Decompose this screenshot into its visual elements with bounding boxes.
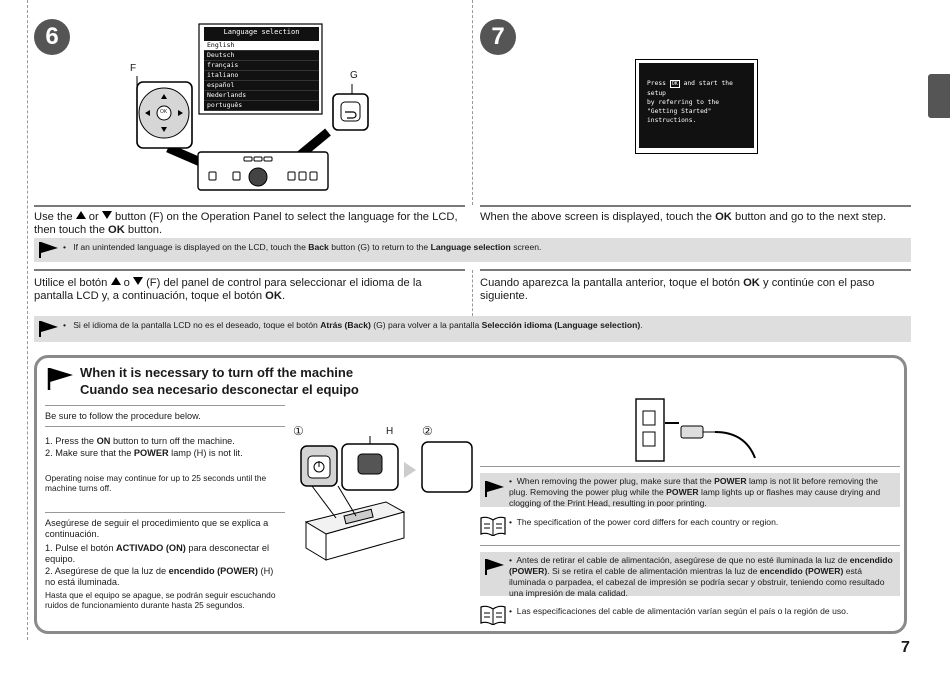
rule-es-left: [34, 269, 465, 271]
turnoff-note-es: Hasta que el equipo se apague, se podrán…: [45, 590, 276, 610]
turnoff-step2-es: 2. Asegúrese de que la luz de encendido …: [45, 566, 274, 587]
page-number: 7: [901, 639, 910, 656]
turn-off-box: [34, 355, 907, 634]
down-arrow-icon: [101, 211, 112, 219]
caution-text-en: • When removing the power plug, make sur…: [509, 476, 881, 508]
flag-icon: [485, 481, 504, 497]
up-arrow-icon: [110, 277, 121, 285]
ok-key-icon: OK: [669, 80, 680, 88]
turnoff-step1-en: 1. Press the ON button to turn off the m…: [45, 436, 235, 446]
note-text-es: • Si el idioma de la pantalla LCD no es …: [63, 320, 643, 330]
label-f: F: [130, 63, 137, 74]
circle-num-1: ①: [293, 424, 304, 438]
caution-text-es: • Antes de retirar el cable de alimentac…: [509, 555, 893, 598]
info-text-es: • Las especificaciones del cable de alim…: [509, 606, 849, 616]
flag-icon: [485, 559, 504, 575]
rule-en-right: [480, 205, 911, 207]
step7-screen: Press OK and start the setup by referrin…: [639, 63, 754, 148]
rule-en-left: [34, 205, 465, 207]
lcd-title: Language selection: [223, 28, 300, 36]
turn-off-title-en: When it is necessary to turn off the mac…: [80, 365, 354, 380]
dpad-ok-label: OK: [160, 109, 168, 115]
book-icon: [480, 605, 506, 625]
flag-icon: [39, 321, 58, 337]
language-item[interactable]: English: [204, 41, 319, 51]
step7-screen-frame: Press OK and start the setup by referrin…: [635, 59, 758, 154]
caution-bar-en: [480, 473, 900, 507]
left-dashed-guide: [27, 0, 28, 640]
turnoff-step1-es: 1. Pulse el botón ACTIVADO (ON) para des…: [45, 543, 270, 564]
book-icon: [480, 516, 506, 536]
caution-rule-es: [480, 545, 900, 546]
turn-off-title-es: Cuando sea necesario desconectar el equi…: [80, 382, 359, 397]
down-arrow-icon: [132, 277, 143, 285]
step7-instruction-en: When the above screen is displayed, touc…: [480, 211, 887, 223]
note-text-en: • If an unintended language is displayed…: [63, 242, 542, 252]
info-text-en: • The specification of the power cord di…: [509, 517, 779, 527]
turnoff-note-en: Operating noise may continue for up to 2…: [45, 473, 267, 493]
language-item[interactable]: italiano: [204, 71, 319, 81]
step7-instruction-es: Cuando aparezca la pantalla anterior, to…: [480, 277, 875, 302]
circle-num-2: ②: [422, 424, 433, 438]
flag-icon: [39, 242, 58, 258]
language-list: English Deutsch français italiano españo…: [204, 41, 319, 111]
note-bar-es: [34, 316, 911, 342]
center-dashed-guide-2: [472, 270, 473, 316]
step6-instruction-en: Use the or button (F) on the Operation P…: [34, 211, 458, 236]
note-bar-en: [34, 238, 911, 262]
language-item[interactable]: português: [204, 101, 319, 111]
step7-line1: Press OK and start the setup: [647, 80, 733, 97]
turnoff-step2-en: 2. Make sure that the POWER lamp (H) is …: [45, 448, 243, 458]
step6-instruction-es: Utilice el botón o (F) del panel de cont…: [34, 277, 422, 302]
turnoff-rule-en-2: [45, 426, 285, 427]
language-item[interactable]: français: [204, 61, 319, 71]
language-selection-screen: Language selection English Deutsch franç…: [204, 27, 319, 111]
label-g: G: [350, 70, 358, 81]
side-tab: [928, 74, 950, 118]
language-item[interactable]: Deutsch: [204, 51, 319, 61]
step-seven-badge: 7: [480, 19, 516, 55]
turnoff-rule-en: [45, 405, 285, 406]
printer-illustration: [300, 436, 473, 561]
step-six-badge: 6: [34, 19, 70, 55]
up-arrow-icon: [75, 211, 86, 219]
flag-icon: [47, 368, 73, 390]
caution-rule-en: [480, 466, 900, 467]
center-dashed-guide: [472, 0, 473, 205]
turnoff-rule-es: [45, 512, 285, 513]
rule-es-right: [480, 269, 911, 271]
language-item[interactable]: Nederlands: [204, 91, 319, 101]
turnoff-intro-es: Asegúrese de seguir el procedimiento que…: [45, 518, 269, 539]
language-item[interactable]: español: [204, 81, 319, 91]
power-plug-illustration: [635, 398, 756, 462]
turnoff-intro-en: Be sure to follow the procedure below.: [45, 411, 201, 421]
step7-line2: by referring to the: [647, 99, 720, 106]
caution-bar-es: [480, 552, 900, 596]
label-h: H: [386, 426, 394, 437]
step7-line3: "Getting Started" instructions.: [647, 108, 712, 124]
